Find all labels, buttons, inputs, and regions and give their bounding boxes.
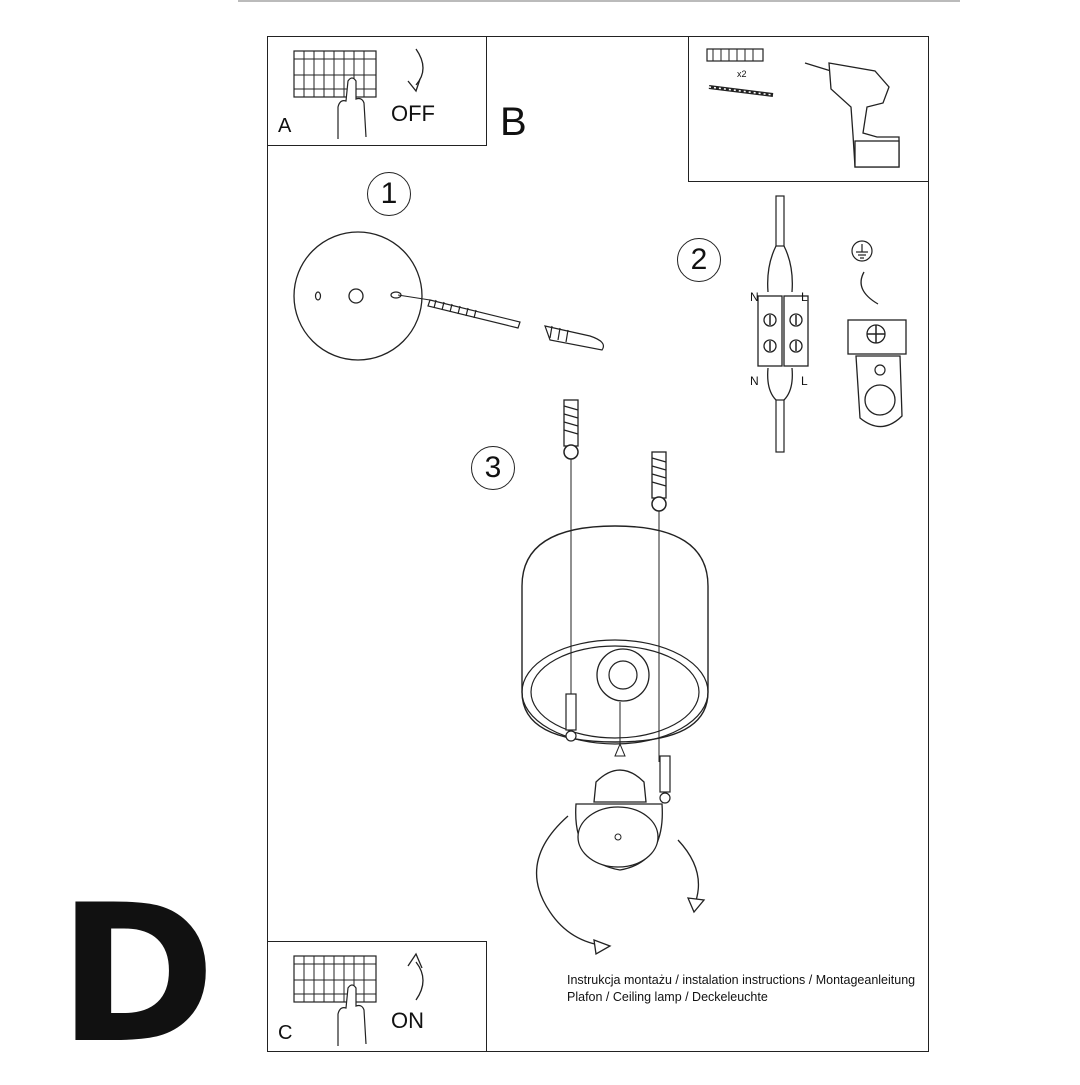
instruction-caption: Instrukcja montażu / instalation instruc… (567, 972, 915, 1006)
section-b-letter: B (500, 100, 527, 144)
wire-label-n-bottom: N (750, 374, 759, 388)
caption-line-2: Plafon / Ceiling lamp / Deckeleuchte (567, 990, 768, 1004)
switch-on-icon (293, 952, 424, 1046)
mounting-plate (293, 231, 423, 361)
rotate-arrow-icon (535, 815, 706, 956)
screw-anchor-icon (563, 399, 667, 499)
drill-icon (804, 62, 900, 168)
gu10-bulb-icon (575, 769, 663, 871)
step-2-badge: 2 (677, 238, 721, 282)
step-1-illustration (293, 231, 605, 361)
step-3-badge: 3 (471, 446, 515, 490)
off-label: OFF (391, 101, 435, 126)
step-3-illustration (521, 399, 709, 956)
lamp-body (521, 525, 709, 743)
wire-label-l-top: L (801, 290, 808, 304)
tools-panel: x2 (688, 36, 929, 182)
top-rule (238, 0, 960, 2)
page-letter: D (58, 864, 216, 1085)
hand-icon (337, 77, 367, 139)
panel-c-letter: C (278, 1022, 293, 1044)
switch-off-icon (293, 48, 424, 139)
wire-label-n-top: N (750, 290, 759, 304)
on-label: ON (391, 1008, 424, 1033)
step-1-badge: 1 (367, 172, 411, 216)
caption-line-1: Instrukcja montażu / instalation instruc… (567, 973, 916, 987)
ground-symbol-icon (851, 240, 873, 262)
screw-anchor-icon (427, 299, 605, 351)
anchor-quantity: x2 (737, 69, 747, 79)
screw-anchor-icon (706, 48, 774, 97)
panel-a-letter: A (278, 115, 292, 137)
instruction-frame (267, 36, 929, 1052)
wire-label-l-bottom: L (801, 374, 808, 388)
step-2-wiring (757, 195, 907, 453)
tools-illustration (706, 48, 900, 168)
hand-icon (337, 984, 367, 1046)
panel-c: C ON (267, 941, 487, 1052)
panel-a: A OFF (267, 36, 487, 146)
